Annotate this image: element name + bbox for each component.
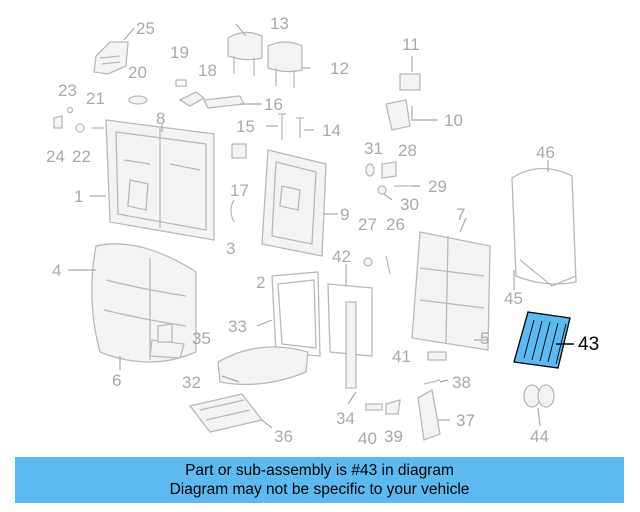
part-20-clip bbox=[128, 95, 148, 105]
callout-14: 14 bbox=[322, 121, 341, 140]
part-12-headrest bbox=[267, 41, 303, 88]
callout-29: 29 bbox=[428, 177, 447, 196]
callout-7: 7 bbox=[456, 205, 466, 224]
callout-9: 9 bbox=[340, 205, 350, 224]
part-36-frame bbox=[188, 393, 264, 433]
part-42-frame bbox=[327, 283, 373, 389]
part-41-clip bbox=[427, 351, 447, 361]
callout-5: 5 bbox=[480, 329, 490, 348]
part-11-latch bbox=[399, 73, 421, 91]
part-25-bracket bbox=[93, 41, 129, 75]
callout-35: 35 bbox=[192, 329, 211, 348]
callout-30: 30 bbox=[400, 195, 419, 214]
callout-40: 40 bbox=[358, 429, 377, 448]
part-40-pad bbox=[365, 403, 383, 411]
callout-28: 28 bbox=[398, 141, 417, 160]
callout-25: 25 bbox=[136, 19, 155, 38]
part-16-strip bbox=[203, 95, 245, 109]
part-19-clip bbox=[175, 79, 187, 87]
part-14-guide bbox=[296, 117, 304, 138]
banner-line-2: Diagram may not be specific to your vehi… bbox=[169, 481, 470, 498]
callout-8: 8 bbox=[156, 109, 166, 128]
callout-34: 34 bbox=[336, 409, 355, 428]
part-23-bolt bbox=[66, 106, 74, 114]
part-4-seat-cushion bbox=[91, 243, 197, 363]
callout-46: 46 bbox=[536, 143, 555, 162]
part-9-seatback bbox=[261, 149, 327, 257]
callout-27: 27 bbox=[358, 215, 377, 234]
callout-16: 16 bbox=[264, 95, 283, 114]
callout-6: 6 bbox=[112, 371, 122, 390]
info-banner: Part or sub-assembly is #43 in diagram D… bbox=[15, 457, 624, 503]
callout-24: 24 bbox=[46, 147, 65, 166]
part-38-hook bbox=[423, 379, 441, 385]
callout-21: 21 bbox=[86, 89, 105, 108]
part-31-bushing bbox=[365, 163, 375, 177]
callout-15: 15 bbox=[236, 117, 255, 136]
part-33-frame bbox=[271, 271, 321, 357]
callout-2: 2 bbox=[256, 273, 266, 292]
part-18-clip bbox=[178, 91, 206, 107]
part-3-clip bbox=[230, 199, 235, 223]
part-27-nut bbox=[363, 257, 373, 267]
part-37-bracket bbox=[417, 388, 441, 441]
part-35-latch bbox=[157, 323, 173, 343]
part-39-clip bbox=[385, 399, 401, 415]
part-7-seat bbox=[411, 231, 491, 351]
callout-19: 19 bbox=[170, 43, 189, 62]
callout-22: 22 bbox=[72, 147, 91, 166]
parts-diagram bbox=[53, 23, 577, 441]
callout-43-highlighted: 43 bbox=[578, 334, 600, 355]
callout-31: 31 bbox=[364, 139, 383, 158]
callout-23: 23 bbox=[58, 81, 77, 100]
callout-18: 18 bbox=[198, 61, 217, 80]
banner-line-1: Part or sub-assembly is #43 in diagram bbox=[185, 462, 454, 479]
callout-37: 37 bbox=[456, 411, 475, 430]
part-43-heater-pad bbox=[513, 311, 571, 369]
callout-20: 20 bbox=[128, 63, 147, 82]
callout-45: 45 bbox=[504, 289, 523, 308]
callout-26: 26 bbox=[386, 215, 405, 234]
part-24-hook bbox=[53, 115, 63, 129]
callout-4: 4 bbox=[52, 261, 62, 280]
callout-36: 36 bbox=[274, 427, 293, 446]
part-46-frame bbox=[511, 167, 577, 287]
part-1-seatback-frame bbox=[105, 119, 215, 241]
part-13-headrest bbox=[227, 31, 263, 76]
part-22-nut bbox=[75, 123, 85, 133]
callout-33: 33 bbox=[228, 317, 247, 336]
part-10-latch bbox=[385, 99, 411, 131]
callout-3: 3 bbox=[226, 239, 236, 258]
callout-11: 11 bbox=[402, 35, 420, 54]
callout-13: 13 bbox=[270, 14, 289, 33]
callout-17: 17 bbox=[230, 181, 249, 200]
callout-38: 38 bbox=[452, 373, 471, 392]
part-32-pad bbox=[217, 346, 309, 386]
part-26-bolt bbox=[385, 255, 391, 275]
leader-lines bbox=[68, 23, 574, 429]
part-15-guide bbox=[278, 113, 286, 140]
callout-1: 1 bbox=[74, 187, 84, 206]
part-30-washer bbox=[377, 185, 387, 195]
callout-44: 44 bbox=[530, 427, 549, 446]
callout-32: 32 bbox=[182, 373, 201, 392]
callout-41: 41 bbox=[392, 347, 411, 366]
part-17-cover bbox=[231, 143, 247, 159]
callout-12: 12 bbox=[330, 59, 349, 78]
callout-10: 10 bbox=[444, 111, 463, 130]
callout-42: 42 bbox=[332, 247, 351, 266]
part-44-discs bbox=[523, 384, 555, 408]
callout-39: 39 bbox=[384, 427, 403, 446]
part-28-bracket bbox=[381, 161, 397, 179]
